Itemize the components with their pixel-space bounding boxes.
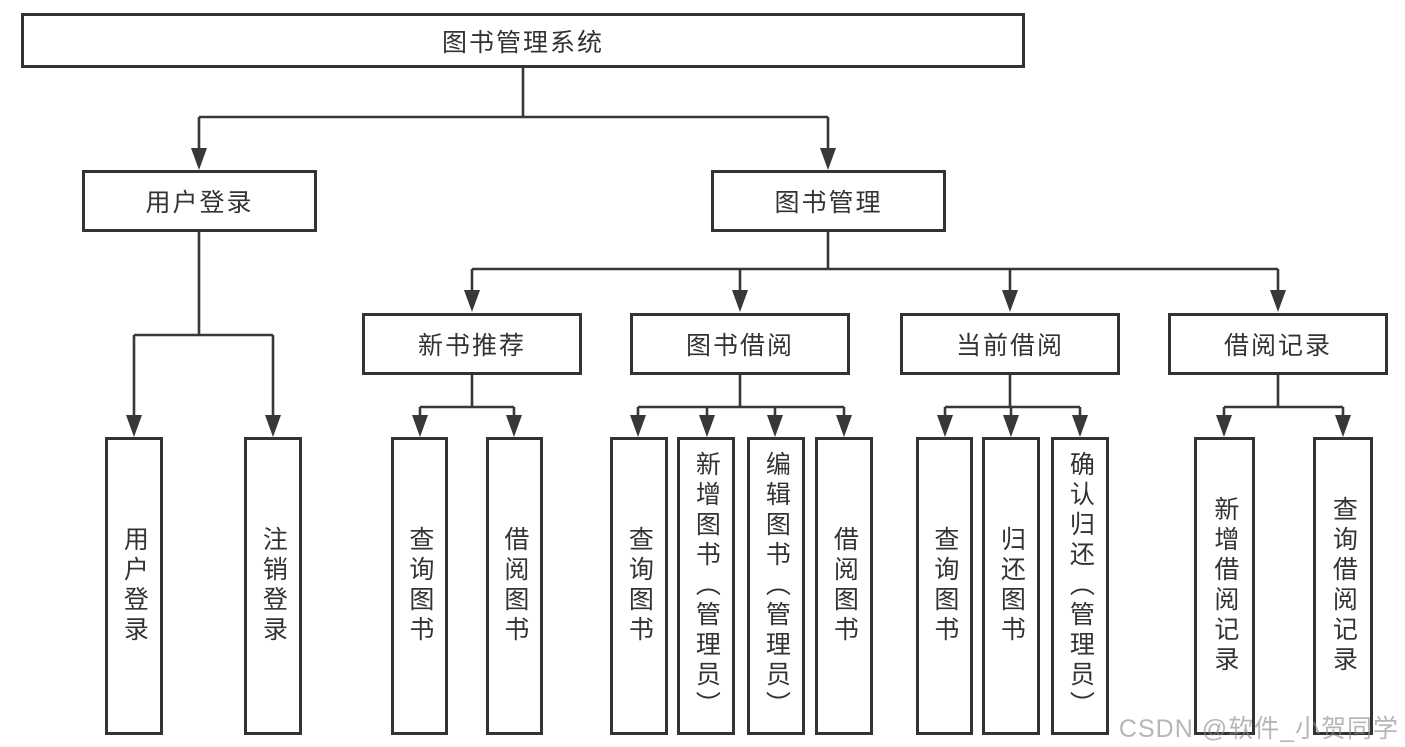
leaf-query-books-current: 查询图书 [916, 437, 973, 735]
leaf-confirm-return-admin-label: 确认归还（管理员） [1066, 451, 1095, 721]
leaf-borrow-books-borrow-label: 借阅图书 [830, 526, 859, 646]
leaf-return-books-label: 归还图书 [997, 526, 1026, 646]
node-current-borrowing: 当前借阅 [900, 313, 1120, 375]
leaf-borrow-books-borrow: 借阅图书 [815, 437, 873, 735]
leaf-query-books-current-label: 查询图书 [930, 526, 959, 646]
leaf-borrow-books-recommend: 借阅图书 [486, 437, 543, 735]
leaf-query-books-borrow: 查询图书 [610, 437, 668, 735]
node-user-login: 用户登录 [82, 170, 317, 232]
node-book-management: 图书管理 [711, 170, 946, 232]
leaf-user-login-label: 用户登录 [120, 526, 149, 646]
leaf-query-books-recommend-label: 查询图书 [405, 526, 434, 646]
leaf-add-borrow-record-label: 新增借阅记录 [1210, 496, 1239, 676]
leaf-query-borrow-record-label: 查询借阅记录 [1329, 496, 1358, 676]
node-user-login-label: 用户登录 [145, 189, 254, 217]
leaf-add-book-admin-label: 新增图书（管理员） [692, 451, 721, 721]
leaf-user-login: 用户登录 [105, 437, 163, 735]
leaf-confirm-return-admin: 确认归还（管理员） [1051, 437, 1109, 735]
leaf-add-book-admin: 新增图书（管理员） [677, 437, 735, 735]
node-book-borrowing-label: 图书借阅 [685, 332, 794, 360]
leaf-edit-book-admin: 编辑图书（管理员） [747, 437, 805, 735]
leaf-query-books-borrow-label: 查询图书 [625, 526, 654, 646]
node-new-book-recommendation: 新书推荐 [362, 313, 582, 375]
leaf-return-books: 归还图书 [982, 437, 1040, 735]
node-book-management-label: 图书管理 [774, 189, 883, 217]
leaf-query-books-recommend: 查询图书 [391, 437, 448, 735]
node-current-borrowing-label: 当前借阅 [955, 332, 1064, 360]
node-library-system-label: 图书管理系统 [441, 28, 604, 57]
leaf-edit-book-admin-label: 编辑图书（管理员） [762, 451, 791, 721]
leaf-add-borrow-record: 新增借阅记录 [1194, 437, 1255, 735]
node-borrowing-records: 借阅记录 [1168, 313, 1388, 375]
node-new-book-recommendation-label: 新书推荐 [417, 332, 526, 360]
node-borrowing-records-label: 借阅记录 [1223, 332, 1332, 360]
watermark: CSDN @软件_小贺同学 [1118, 715, 1399, 743]
leaf-logout-label: 注销登录 [259, 526, 288, 646]
node-book-borrowing: 图书借阅 [630, 313, 850, 375]
leaf-query-borrow-record: 查询借阅记录 [1313, 437, 1373, 735]
leaf-logout: 注销登录 [244, 437, 302, 735]
leaf-borrow-books-recommend-label: 借阅图书 [500, 526, 529, 646]
node-library-system: 图书管理系统 [21, 13, 1025, 68]
